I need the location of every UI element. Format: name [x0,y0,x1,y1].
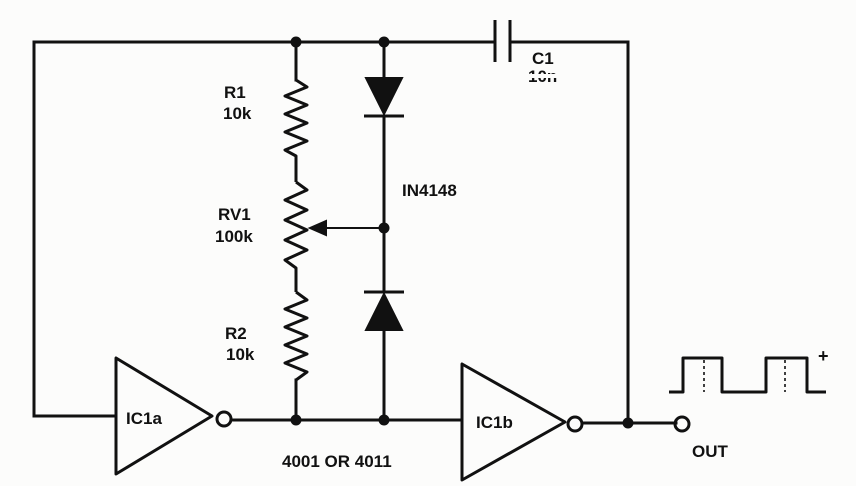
r1-name-label: R1 [224,83,246,102]
gate-ic1b [460,362,584,482]
rv1-wiper-arrow [307,219,384,237]
r2-value-label: 10k [226,345,255,364]
resistor-r1 [283,78,309,182]
rv1-value-label: 100k [215,227,253,246]
ic-family-label: 4001 OR 4011 [282,452,392,471]
square-wave-icon [669,356,826,394]
c1-name-label: C1 [532,49,554,68]
diode-type-label: IN4148 [402,181,457,200]
r2-name-label: R2 [225,324,247,343]
potentiometer-rv1 [283,180,309,292]
feedback-wire [32,40,118,418]
gate-a-label: IC1a [126,409,162,428]
scan-crop-mask [520,74,590,78]
diode-upper [364,77,404,118]
gate-b-label: IC1b [476,413,513,432]
junctions [290,36,634,429]
polarity-label: + [818,346,829,366]
gate-ic1a [114,356,233,476]
r1-value-label: 10k [223,104,252,123]
rv1-name-label: RV1 [218,205,251,224]
output-terminal [673,415,691,433]
wires [32,40,678,425]
diode-lower [364,290,404,331]
c1-right-wire [510,40,630,425]
resistor-r2 [283,290,309,382]
capacitor-c1 [493,20,512,62]
output-label: OUT [692,442,729,461]
